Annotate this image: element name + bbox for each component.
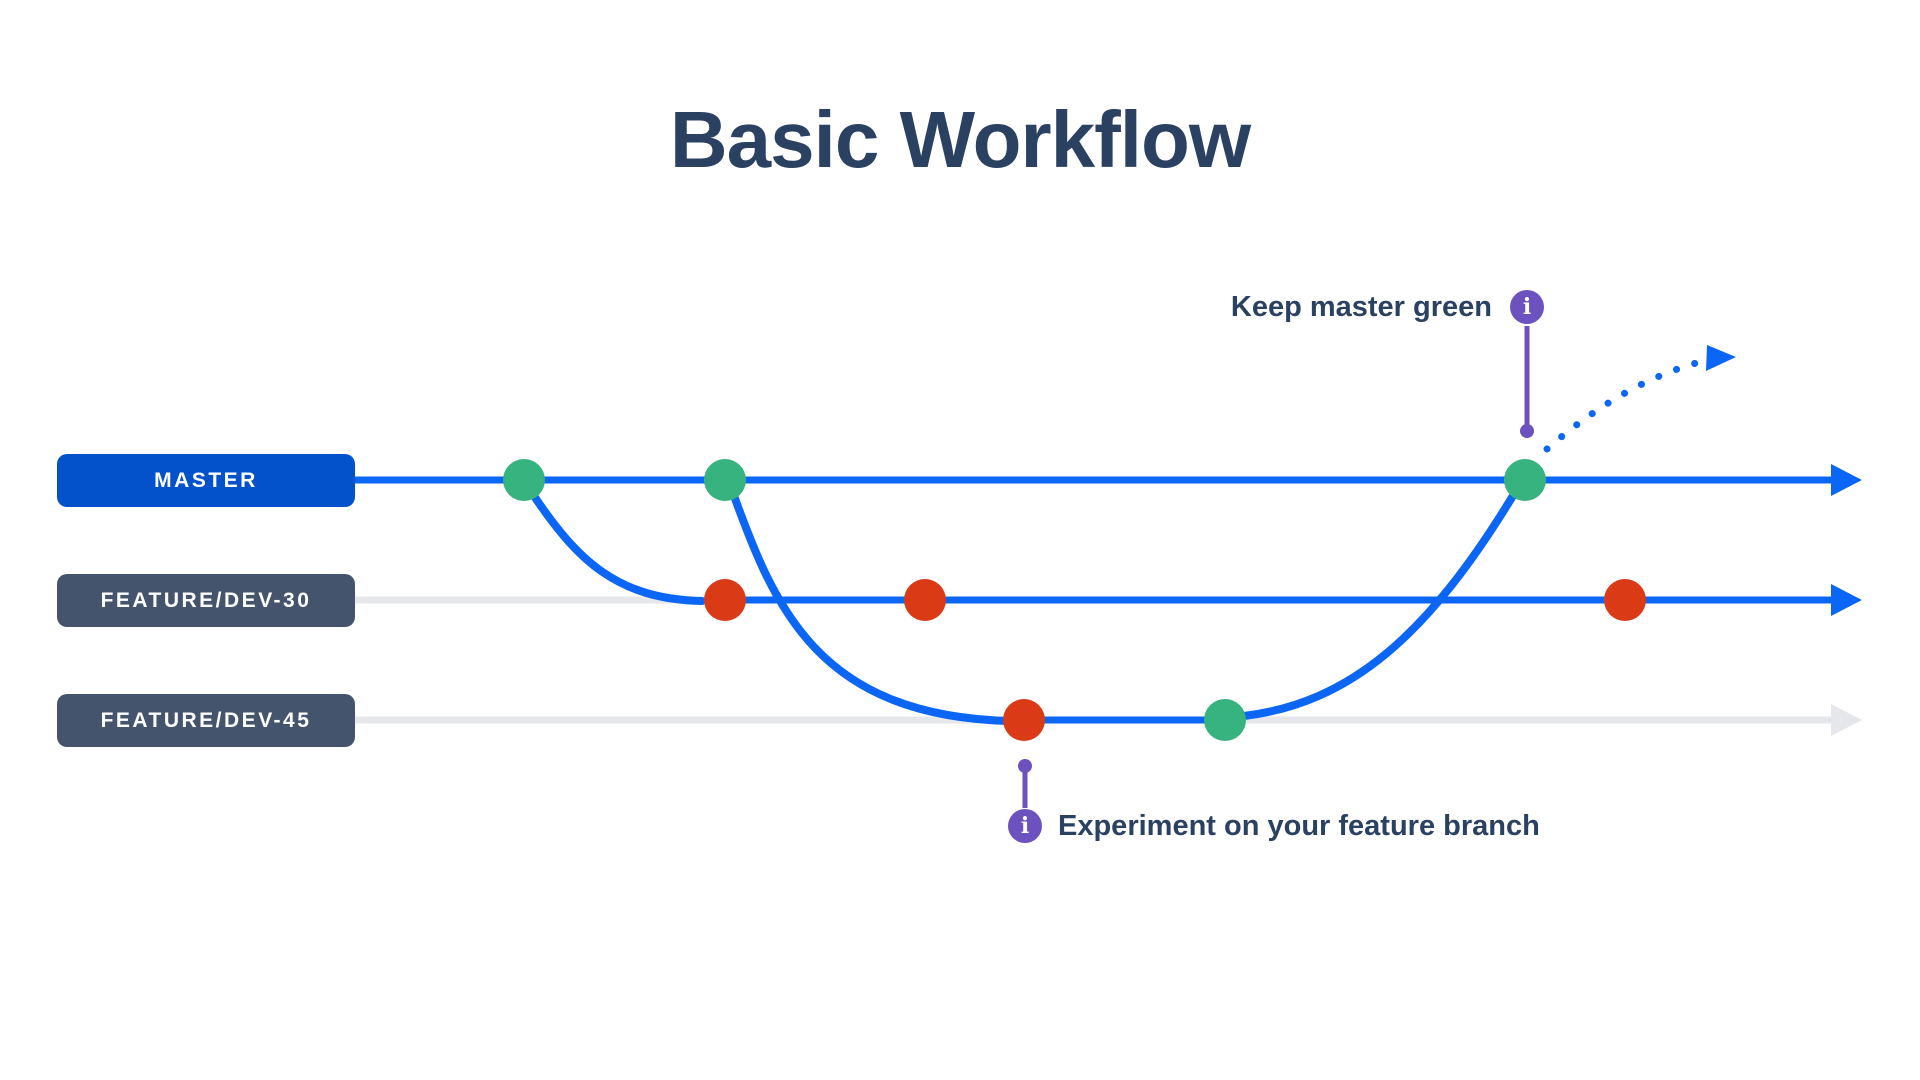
branch-badge-feature-dev-30: FEATURE/DEV-30 bbox=[57, 574, 355, 627]
dev30-arrowhead-icon bbox=[1831, 584, 1862, 616]
info-icon: i bbox=[1510, 290, 1544, 324]
master-pin-dot bbox=[1520, 424, 1534, 438]
master-arrowhead-icon bbox=[1831, 464, 1862, 496]
commit-dot-feature-dev-30-red bbox=[904, 579, 946, 621]
page-title: Basic Workflow bbox=[669, 95, 1251, 184]
branch-badge-feature-dev-45: FEATURE/DEV-45 bbox=[57, 694, 355, 747]
commit-dot-master-green bbox=[704, 459, 746, 501]
info-icon: i bbox=[1008, 809, 1042, 843]
branch-curve-master-to-dev30 bbox=[528, 489, 706, 605]
feature-pin-dot bbox=[1018, 759, 1032, 773]
commit-dot-feature-dev-45-red bbox=[1003, 699, 1045, 741]
merge-curve-dev45-to-master bbox=[1240, 490, 1518, 720]
commit-dot-master-green bbox=[1504, 459, 1546, 501]
annotation-experiment-feature-branch: Experiment on your feature branch bbox=[1058, 810, 1540, 842]
dev45-arrowhead-icon bbox=[1831, 704, 1862, 736]
commit-dot-master-green bbox=[503, 459, 545, 501]
dotted-arrowhead-icon bbox=[1706, 345, 1736, 371]
branch-curve-master-to-dev45 bbox=[729, 489, 1014, 725]
commit-dot-feature-dev-30-red bbox=[1604, 579, 1646, 621]
commit-dot-feature-dev-30-red bbox=[704, 579, 746, 621]
dotted-future-arc bbox=[1543, 355, 1716, 453]
commit-dot-feature-dev-45-green bbox=[1204, 699, 1246, 741]
annotation-keep-master-green: Keep master green bbox=[1230, 291, 1492, 323]
branch-badge-master: MASTER bbox=[57, 454, 355, 507]
